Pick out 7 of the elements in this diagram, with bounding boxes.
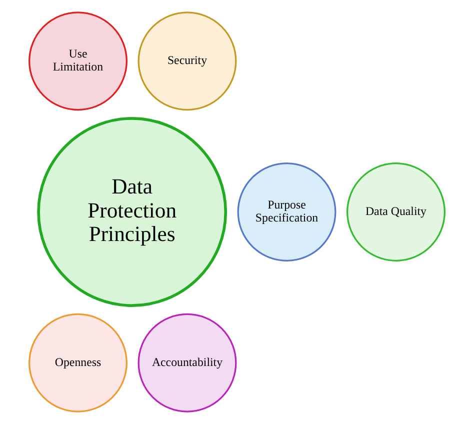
node-circle: Security [138,12,237,111]
node-circle: Data Quality [346,162,446,262]
node-circle: Openness [28,313,128,412]
node-circle: Purpose Specification [237,162,336,262]
node-circle: Use Limitation [28,12,128,111]
node-circle: Data Protection Principles [37,117,228,307]
node-circle: Accountability [138,313,237,412]
